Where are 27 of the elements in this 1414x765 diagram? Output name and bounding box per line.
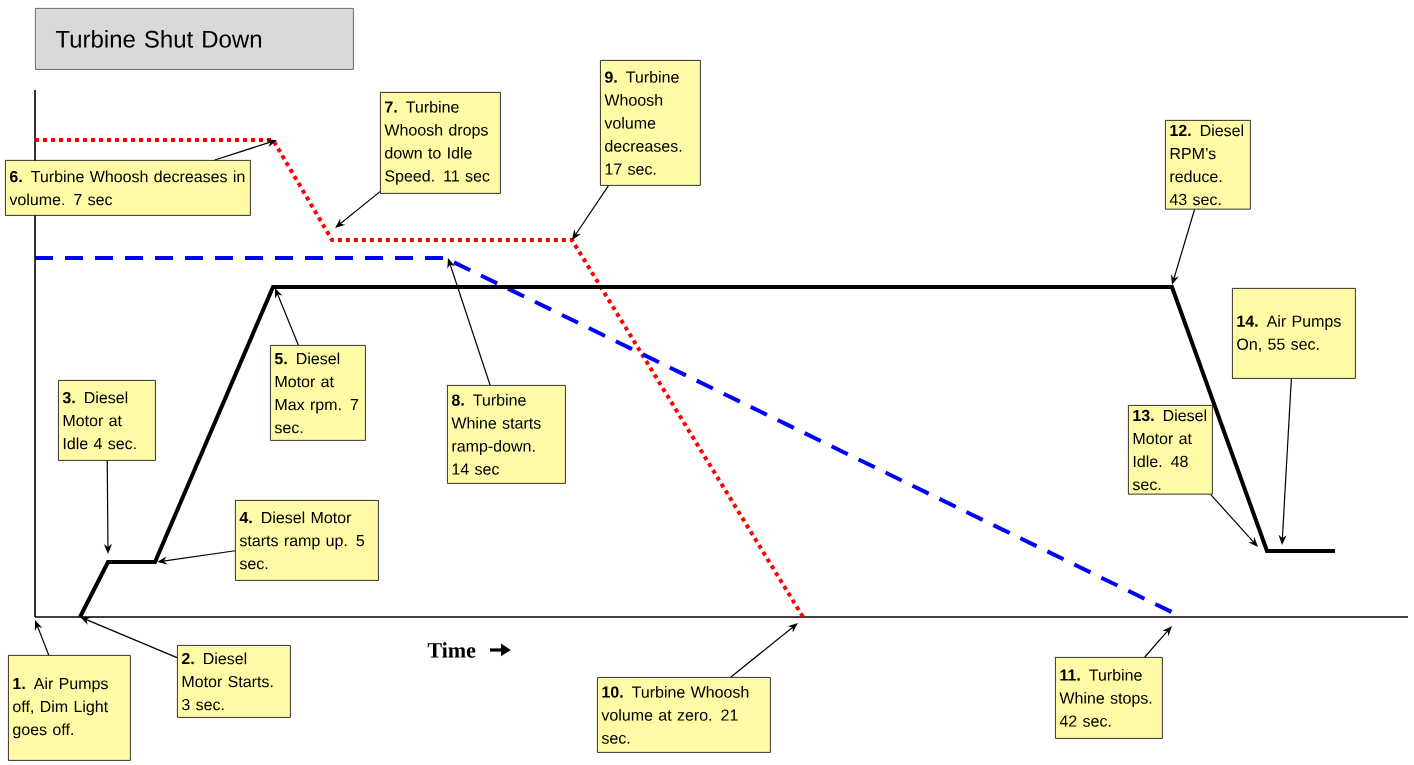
leader-line [335,191,381,228]
leader-line [447,258,491,386]
callout-box: 6. Turbine Whoosh decreases in volume. 7 sec [5,160,251,216]
callout-box: 10. Turbine Whoosh volume at zero. 21 sec. [597,677,771,753]
callout-box: 14. Air Pumps On, 55 sec. [1232,288,1356,379]
callout-box: 2. Diesel Motor Starts. 3 sec. [177,645,291,718]
callout-box: 3. Diesel Motor at Idle 4 sec. [58,380,156,461]
callout-box: 13. Diesel Motor at Idle. 48 sec. [1128,405,1213,495]
title-box: Turbine Shut Down [35,8,354,70]
callout-box: 4. Diesel Motor starts ramp up. 5 sec. [235,500,379,581]
leader-line [34,620,50,656]
leader-line [730,623,798,678]
leader-line [275,288,299,346]
callout-box: 11. Turbine Whine stops. 42 sec. [1055,657,1163,739]
callout-box: 8. Turbine Whine starts ramp-down. 14 sec [447,385,566,484]
leader-line [1210,493,1258,547]
axis-label: Time [427,642,476,658]
leader-line [214,139,277,161]
callout-box: 5. Diesel Motor at Max rpm. 7 sec. [270,345,366,441]
callout-box: 1. Air Pumps off, Dim Light goes off. [8,655,131,761]
callout-box: 9. Turbine Whoosh volume decreases. 17 sec. [600,60,701,186]
callout-box: 12. Diesel RPM’s reduce. 43 sec. [1165,120,1251,210]
callout-box: 7. Turbine Whoosh drops down to Idle Speed. 11 sec [380,92,501,194]
leader-line [572,185,609,240]
leader-line [1171,208,1196,285]
leader-line [80,617,178,659]
leader-line [1144,626,1172,658]
